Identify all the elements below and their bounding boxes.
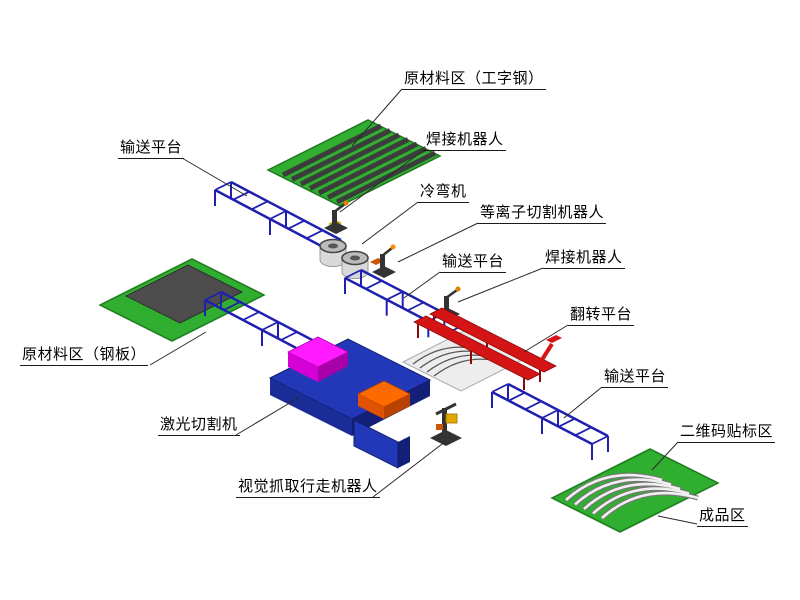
plasma-cutting-robot-figure	[370, 244, 396, 278]
raw-material-ibeam-platform	[266, 119, 442, 207]
vision-robot-figure	[430, 402, 462, 446]
label-plasma-cutting-robot: 等离子切割机器人	[478, 204, 607, 224]
label-cold-bending-machine: 冷弯机	[418, 183, 469, 203]
label-welding-robot-2: 焊接机器人	[543, 249, 625, 269]
label-raw-material-ibeam: 原材料区（工字钢）	[402, 70, 546, 90]
label-conveyor-top: 输送平台	[118, 139, 185, 159]
laser-machine-magenta-unit	[287, 336, 349, 382]
label-vision-walking-robot: 视觉抓取行走机器人	[236, 478, 380, 498]
label-welding-robot-1: 焊接机器人	[424, 131, 506, 151]
steel-plate	[124, 264, 244, 324]
label-conveyor-middle: 输送平台	[440, 253, 507, 273]
label-conveyor-bottom: 输送平台	[602, 368, 669, 388]
label-flip-platform: 翻转平台	[568, 306, 635, 326]
conveyor-platform-bottom	[491, 382, 609, 460]
conveyor-legs	[491, 384, 609, 460]
label-qr-labeling-area: 二维码贴标区	[678, 423, 776, 443]
finished-product-platform	[550, 448, 720, 533]
laser-machine-lower-panel	[353, 419, 399, 469]
platform-surface	[266, 119, 442, 207]
laser-cutting-machine-figure	[268, 336, 432, 469]
label-laser-cutting-machine: 激光切割机	[158, 416, 240, 436]
raw-material-plate-platform	[98, 258, 266, 342]
label-finished-product-area: 成品区	[697, 507, 748, 527]
cold-bending-machine-figure	[319, 238, 369, 279]
finished-curved-beams	[564, 472, 699, 520]
laser-machine-orange-unit	[357, 380, 411, 419]
leader-lines	[149, 88, 698, 525]
flip-platform-figure	[413, 307, 562, 390]
label-raw-material-plate: 原材料区（钢板）	[20, 346, 149, 366]
welding-robot-1-figure	[324, 200, 349, 234]
